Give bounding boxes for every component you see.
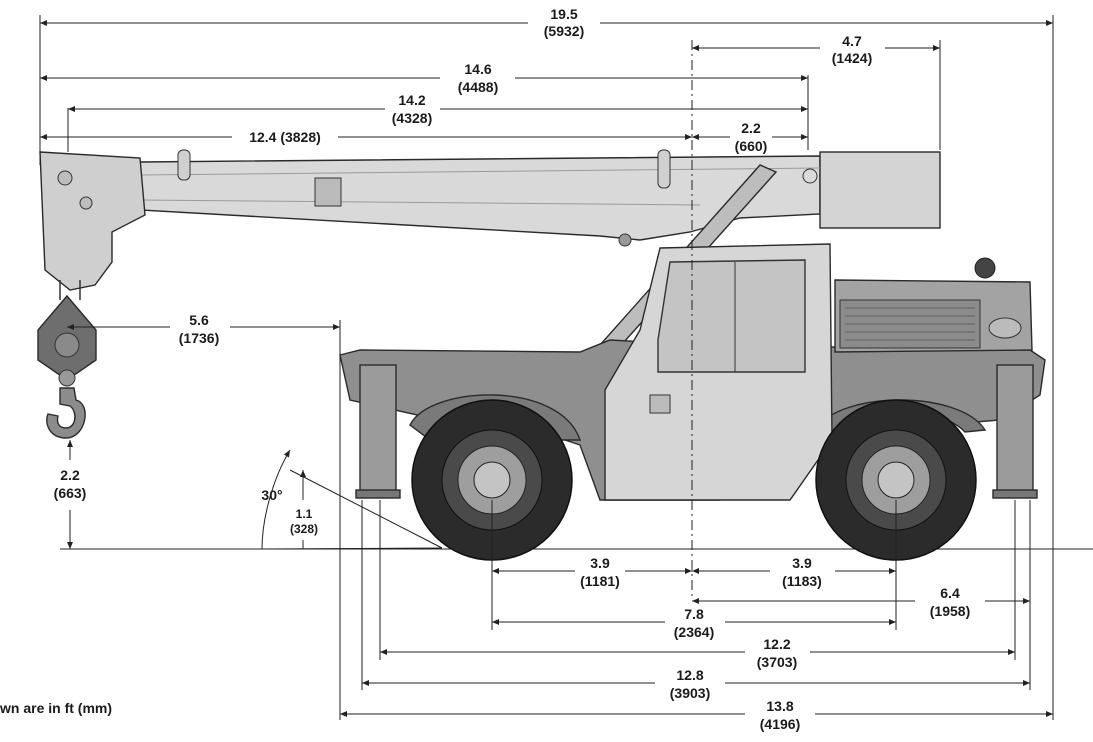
engine-grille [845, 307, 975, 341]
dim-boom-length-b-ft: 14.2 [398, 92, 425, 108]
dim-pivot-offset-ft: 2.2 [741, 120, 761, 136]
dim-wheelbase-mm: (2364) [674, 624, 714, 640]
dim-ground-clearance-ft: 1.1 [296, 507, 313, 521]
dim-center-rear-outrigger-ft: 6.4 [940, 585, 960, 601]
units-note: wn are in ft (mm) [0, 700, 113, 716]
dim-ground-clearance-mm: (328) [290, 522, 318, 536]
dim-wheelbase-ft: 7.8 [684, 606, 704, 622]
dim-hook-height-mm: (663) [54, 485, 87, 501]
dim-boom-length-c: 12.4 (3828) [249, 129, 321, 145]
dim-hook-height-ft: 2.2 [60, 467, 80, 483]
operator-cab [604, 243, 833, 501]
front-wheel [411, 399, 573, 561]
dim-front-overhang-ft: 5.6 [189, 312, 209, 328]
hook-block [37, 280, 97, 439]
dim-rear-axle-mm: (1183) [782, 573, 822, 589]
outriggers [355, 364, 1038, 499]
dim-front-axle-mm: (1181) [580, 573, 620, 589]
dim-boom-length-a-ft: 14.6 [464, 61, 491, 77]
dim-boom-tip-rear-ft: 4.7 [842, 33, 862, 49]
dim-overall-length-ft: 19.5 [550, 6, 577, 22]
dim-outrigger-spread-a-mm: (3703) [757, 654, 797, 670]
dimension-labels: 19.5 (5932) 4.7 (1424) 14.6 (4488) 14.2 … [54, 6, 971, 732]
dim-overall-base-ft: 13.8 [766, 698, 793, 714]
dim-outrigger-spread-a-ft: 12.2 [763, 636, 790, 652]
dim-front-overhang-mm: (1736) [179, 330, 219, 346]
dimension-lines [39, 15, 1054, 720]
dim-outrigger-spread-b-ft: 12.8 [676, 667, 703, 683]
dim-rear-axle-ft: 3.9 [792, 555, 812, 571]
dim-approach-angle: 30° [261, 487, 282, 503]
dim-boom-tip-rear-mm: (1424) [832, 50, 872, 66]
dim-boom-length-b-mm: (4328) [392, 110, 432, 126]
rear-wheel [815, 399, 977, 561]
dim-pivot-offset-mm: (660) [735, 138, 768, 154]
dim-center-rear-outrigger-mm: (1958) [930, 603, 970, 619]
crane-illustration [37, 40, 1093, 600]
dim-front-axle-ft: 3.9 [590, 555, 610, 571]
dim-overall-base-mm: (4196) [760, 716, 800, 732]
dim-outrigger-spread-b-mm: (3903) [670, 685, 710, 701]
dim-boom-length-a-mm: (4488) [458, 79, 498, 95]
dim-overall-length-mm: (5932) [544, 23, 584, 39]
